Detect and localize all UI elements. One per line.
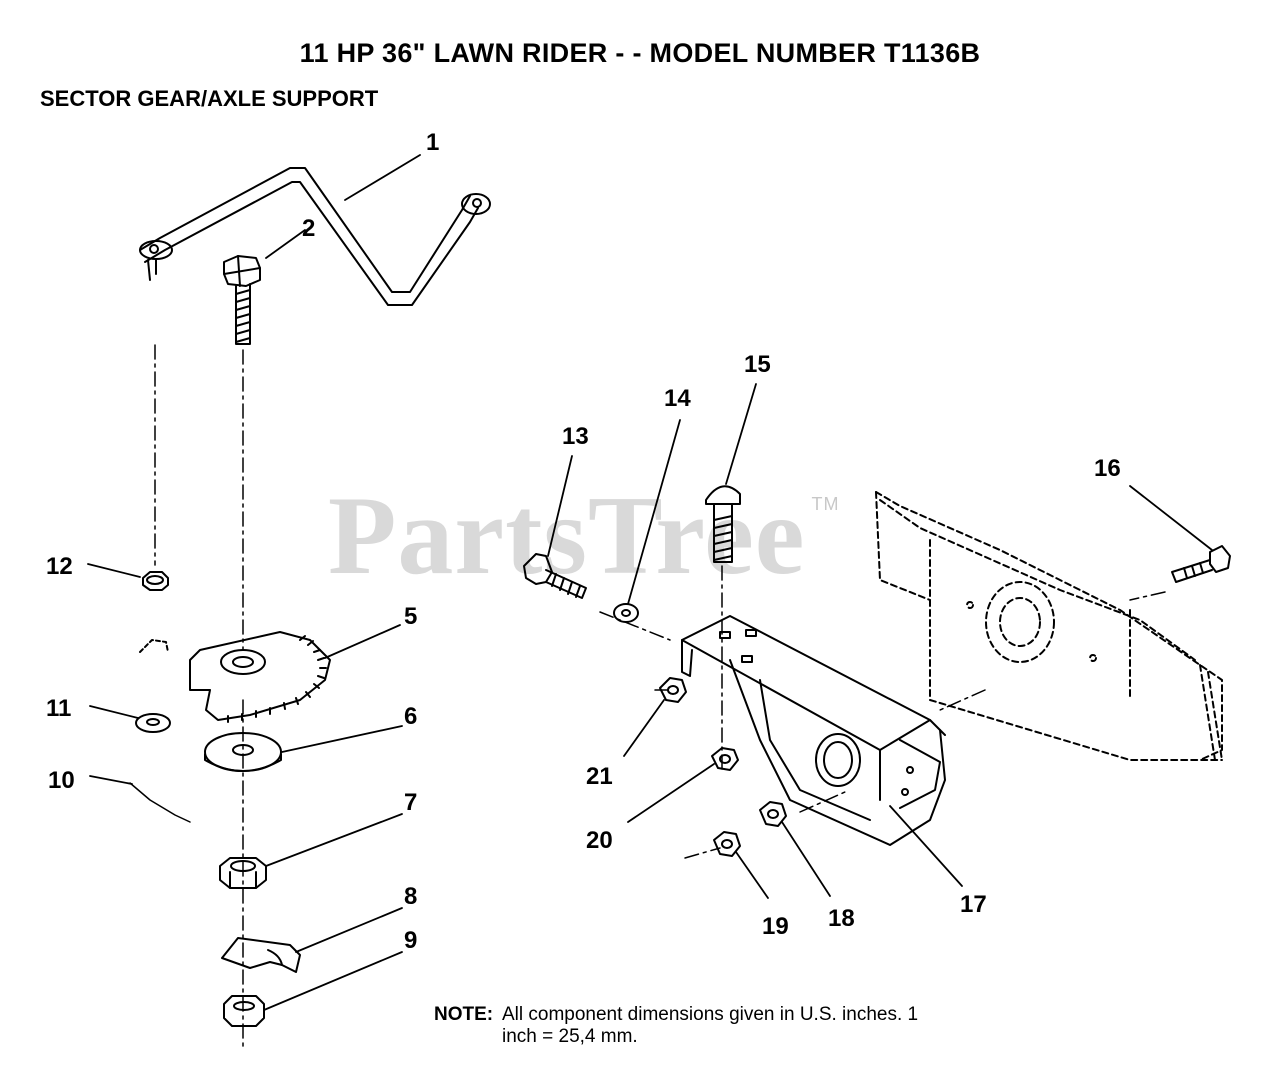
callout-13: 13: [562, 423, 589, 450]
part-11-washer[interactable]: [135, 713, 171, 733]
callout-21: 21: [586, 763, 613, 790]
part-21-nut[interactable]: [659, 677, 687, 703]
part-12-nut[interactable]: [142, 571, 169, 591]
section-title: SECTOR GEAR/AXLE SUPPORT: [40, 86, 379, 111]
watermark-text: PartsTree: [328, 474, 806, 598]
part-19-nut[interactable]: [713, 831, 741, 857]
callout-16: 16: [1094, 455, 1121, 482]
part-16-bolt[interactable]: [1171, 545, 1231, 583]
callout-1: 1: [426, 129, 439, 156]
part-17-axle-support[interactable]: [681, 615, 946, 846]
part-8-clip[interactable]: [221, 937, 301, 973]
part-2-bolt[interactable]: [223, 255, 261, 345]
part-20-nut[interactable]: [711, 747, 739, 771]
note-label: NOTE:: [434, 1004, 494, 1025]
part-15-carriage-bolt[interactable]: [705, 485, 741, 563]
callout-17: 17: [960, 891, 987, 918]
callout-14: 14: [664, 385, 691, 412]
diagram-title: 11 HP 36" LAWN RIDER - - MODEL NUMBER T1…: [299, 38, 981, 68]
callout-8: 8: [404, 883, 417, 910]
part-10-plate[interactable]: [129, 782, 191, 823]
callout-18: 18: [828, 905, 855, 932]
part-9-hex-nut[interactable]: [223, 995, 265, 1027]
callout-7: 7: [404, 789, 417, 816]
callout-10: 10: [48, 767, 75, 794]
callout-15: 15: [744, 351, 771, 378]
part-13-bolt[interactable]: [523, 553, 587, 599]
callout-20: 20: [586, 827, 613, 854]
callout-12: 12: [46, 553, 73, 580]
leader-lines: [87, 154, 1213, 1011]
part-1-drag-link[interactable]: [139, 167, 491, 306]
callout-9: 9: [404, 927, 417, 954]
part-18-nut[interactable]: [759, 801, 787, 827]
part-6-washer[interactable]: [204, 732, 282, 772]
dimension-note: NOTE: All component dimensions given in U…: [434, 1004, 918, 1048]
callout-19: 19: [762, 913, 789, 940]
callout-6: 6: [404, 703, 417, 730]
callout-11: 11: [46, 695, 71, 722]
part-14-washer[interactable]: [613, 603, 639, 623]
part-5-sector-gear[interactable]: [139, 631, 331, 723]
center-lines: [154, 344, 1166, 1051]
note-line-2: inch = 25,4 mm.: [502, 1026, 638, 1047]
callout-2: 2: [302, 215, 315, 242]
part-16-frame[interactable]: [875, 491, 1223, 761]
part-7-hex-nut[interactable]: [219, 857, 267, 889]
callout-numbers: 1 2 5 6 7 8 9 10 11 12 13 14 15 16 17 18…: [46, 129, 1121, 954]
trademark-mark: TM: [811, 494, 840, 514]
note-line-1: All component dimensions given in U.S. i…: [502, 1004, 919, 1025]
callout-5: 5: [404, 603, 417, 630]
